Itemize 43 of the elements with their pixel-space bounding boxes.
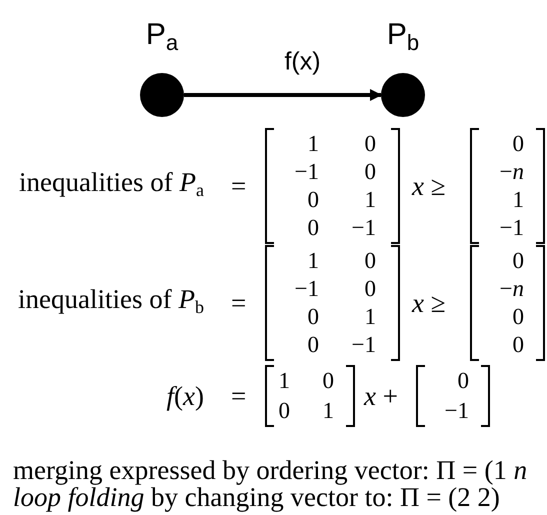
matrix-entry: 1 bbox=[364, 303, 376, 331]
matrix-entry: −1 bbox=[294, 275, 319, 303]
matrix-entry: 1 bbox=[322, 397, 334, 425]
matrix-entry: 0 bbox=[278, 397, 290, 425]
matrix-entry: 1 bbox=[306, 247, 319, 275]
matrix-entry: −1 bbox=[294, 158, 319, 186]
equation-text: inequalities of P$_{b}$ bbox=[18, 285, 204, 319]
equation-text: merging expressed by ordering vector: Π = (1 n bbox=[13, 456, 528, 484]
matrix-entry: 0 bbox=[512, 247, 524, 275]
node-label: P$_{b}$ bbox=[386, 17, 420, 57]
equation-text: x + bbox=[364, 382, 398, 410]
matrix-entry: −1 bbox=[498, 214, 524, 242]
matrix-entry: 0 bbox=[306, 331, 319, 359]
equation-text: = bbox=[231, 382, 246, 410]
equation-text: inequalities of P$_{a}$ bbox=[19, 168, 204, 202]
matrix-entry: 0 bbox=[306, 186, 319, 214]
matrix-entry: −n bbox=[498, 158, 524, 186]
matrix-entry: 1 bbox=[364, 186, 376, 214]
matrix-entry: −1 bbox=[444, 397, 469, 425]
equation-text: = bbox=[231, 289, 246, 317]
matrix-entry: 1 bbox=[306, 130, 319, 158]
matrix-entry: 0 bbox=[364, 247, 376, 275]
matrix-entry: 0 bbox=[364, 130, 376, 158]
matrix-entry: 0 bbox=[512, 303, 524, 331]
equation-text: x ≥ bbox=[412, 172, 446, 200]
equation-text: x ≥ bbox=[412, 289, 446, 317]
matrix-entry: −n bbox=[498, 275, 524, 303]
matrix-entry: 1 bbox=[278, 367, 290, 395]
equation-text: f(x) bbox=[166, 382, 204, 410]
arrow bbox=[184, 89, 382, 101]
equation-text: = bbox=[231, 172, 246, 200]
matrix-entry: 0 bbox=[322, 367, 334, 395]
node-label: P$_{a}$ bbox=[144, 17, 180, 57]
matrix-entry: 0 bbox=[456, 367, 469, 395]
matrix-entry: 0 bbox=[512, 331, 524, 359]
matrix-entry: 1 bbox=[512, 186, 524, 214]
matrix-entry: 0 bbox=[364, 158, 376, 186]
matrix-entry: −1 bbox=[350, 214, 376, 242]
matrix-entry: 0 bbox=[364, 275, 376, 303]
matrix-entry: 0 bbox=[306, 303, 319, 331]
matrix-entry: 0 bbox=[512, 130, 524, 158]
matrix-entry: 0 bbox=[306, 214, 319, 242]
matrix-entry: −1 bbox=[350, 331, 376, 359]
